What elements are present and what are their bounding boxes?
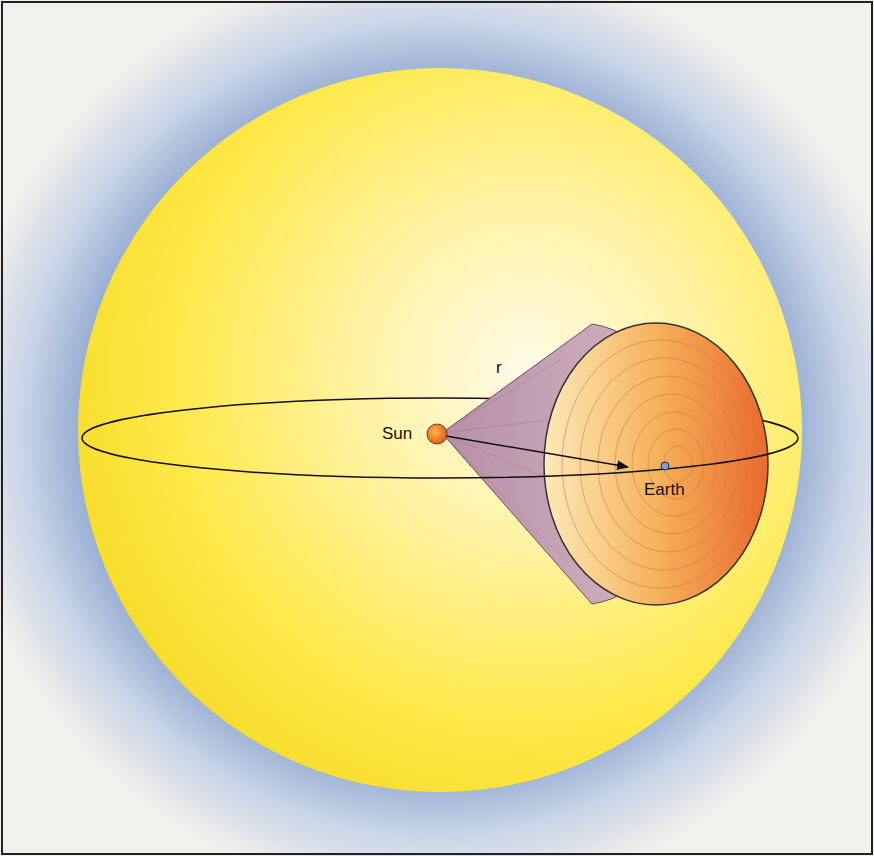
sun-label: Sun: [382, 424, 412, 444]
radius-label: r: [496, 358, 502, 378]
earth-label: Earth: [644, 480, 685, 500]
